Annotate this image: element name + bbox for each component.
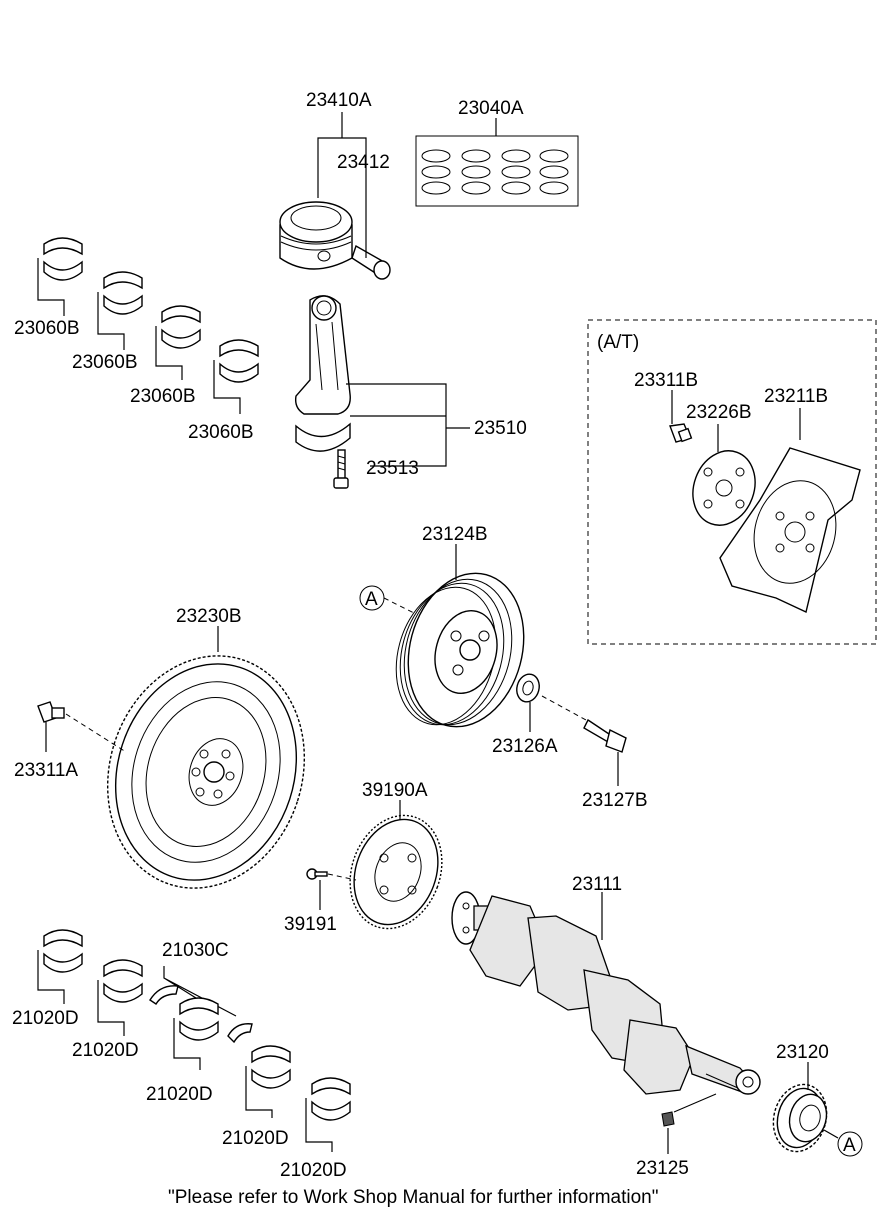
- main-bearing-3[interactable]: [179, 997, 219, 1041]
- piston-ring-set[interactable]: [415, 135, 579, 207]
- footer-note: "Please refer to Work Shop Manual for fu…: [168, 1187, 658, 1208]
- label-23127B: 23127B: [582, 790, 648, 811]
- label-23226B: 23226B: [686, 402, 752, 423]
- label-21020D-1: 21020D: [12, 1008, 79, 1029]
- leader-23410A: [317, 112, 367, 258]
- label-23111: 23111: [572, 874, 622, 895]
- label-23060B-1: 23060B: [14, 318, 80, 339]
- crankshaft[interactable]: [451, 891, 761, 1095]
- main-bearing-4[interactable]: [251, 1045, 291, 1089]
- label-23412: 23412: [337, 152, 390, 173]
- adapter-plate[interactable]: [683, 442, 765, 534]
- pulley-bolt-axis: [541, 695, 587, 721]
- leader-21020D-4: [245, 1066, 273, 1118]
- label-23120: 23120: [776, 1042, 829, 1063]
- rod-bolt[interactable]: [333, 449, 349, 489]
- ref-label-a-1: A: [365, 589, 378, 610]
- label-21020D-2: 21020D: [72, 1040, 139, 1061]
- damper-pulley[interactable]: [382, 560, 541, 740]
- label-23124B: 23124B: [422, 524, 488, 545]
- drive-plate[interactable]: [719, 447, 861, 613]
- crank-key-axis: [673, 1093, 717, 1113]
- label-39190A: 39190A: [362, 780, 428, 801]
- flywheel[interactable]: [78, 630, 334, 914]
- ref-mark-a-2: A: [837, 1131, 863, 1157]
- crank-key[interactable]: [661, 1111, 675, 1127]
- label-23513: 23513: [366, 458, 419, 479]
- main-bearing-1[interactable]: [43, 929, 83, 973]
- connecting-rod[interactable]: [294, 295, 351, 452]
- leader-23060B-3: [155, 326, 183, 380]
- label-23311A: 23311A: [14, 760, 78, 781]
- reluctor-screw[interactable]: [306, 868, 328, 880]
- thrust-washer-2[interactable]: [227, 1023, 253, 1044]
- crank-sprocket[interactable]: [766, 1078, 834, 1157]
- label-21020D-3: 21020D: [146, 1084, 213, 1105]
- leader-23060B-2: [97, 292, 125, 350]
- label-23230B: 23230B: [176, 606, 242, 627]
- label-23410A: 23410A: [306, 90, 372, 111]
- at-section-box: [587, 319, 877, 645]
- rod-bearing-4[interactable]: [219, 339, 259, 383]
- label-23060B-4: 23060B: [188, 422, 254, 443]
- main-bearing-5[interactable]: [311, 1077, 351, 1121]
- thrust-washer-1[interactable]: [149, 985, 179, 1005]
- leader-21020D-5: [305, 1098, 333, 1152]
- leader-21020D-3: [173, 1018, 201, 1070]
- flywheel-bolt-axis: [65, 713, 127, 753]
- label-23060B-2: 23060B: [72, 352, 138, 373]
- piston-pin[interactable]: [351, 244, 391, 280]
- ref-a-leader-1: [383, 597, 417, 615]
- ref-a-leader-2: [823, 1129, 839, 1139]
- main-bearing-2[interactable]: [103, 959, 143, 1003]
- piston[interactable]: [279, 201, 353, 270]
- label-at: (A/T): [597, 332, 639, 353]
- rod-bearing-3[interactable]: [161, 305, 201, 349]
- label-23125: 23125: [636, 1158, 689, 1179]
- label-23040A: 23040A: [458, 98, 524, 119]
- pulley-washer[interactable]: [514, 672, 542, 705]
- ref-label-a-2: A: [843, 1135, 856, 1156]
- ref-mark-a-1: A: [359, 585, 385, 611]
- leader-21020D-2: [97, 980, 125, 1036]
- leader-21020D-1: [37, 950, 65, 1004]
- label-23126A: 23126A: [492, 736, 558, 757]
- rod-bearing-1[interactable]: [43, 237, 83, 281]
- leader-23060B-4: [213, 360, 241, 414]
- label-21020D-5: 21020D: [280, 1160, 347, 1181]
- label-23510: 23510: [474, 418, 527, 439]
- label-23311B: 23311B: [634, 370, 698, 391]
- label-23060B-3: 23060B: [130, 386, 196, 407]
- label-23211B: 23211B: [764, 386, 828, 407]
- label-21030C: 21030C: [162, 940, 229, 961]
- leader-23060B-1: [37, 258, 65, 316]
- flywheel-bolt[interactable]: [37, 701, 65, 723]
- drive-plate-bolt[interactable]: [669, 423, 693, 443]
- label-39191: 39191: [284, 914, 337, 935]
- leader-23510: [346, 383, 470, 467]
- pulley-bolt[interactable]: [583, 718, 627, 753]
- reluctor-screw-axis: [327, 873, 357, 881]
- rod-bearing-2[interactable]: [103, 271, 143, 315]
- label-21020D-4: 21020D: [222, 1128, 289, 1149]
- reluctor-wheel[interactable]: [335, 802, 457, 941]
